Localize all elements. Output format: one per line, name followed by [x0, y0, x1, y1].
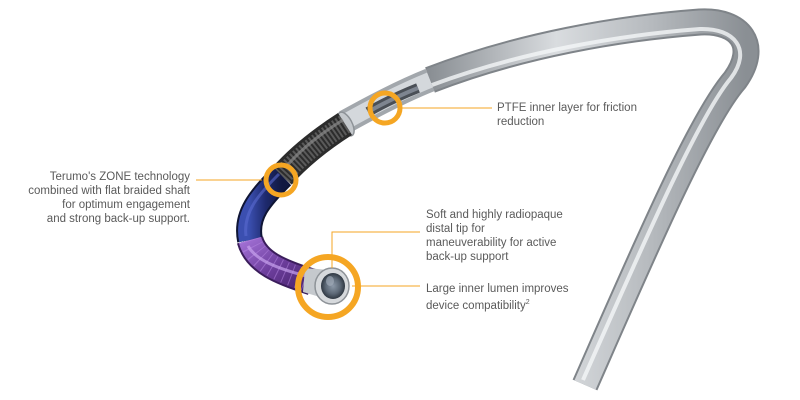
- zone-callout-line-3: for optimum engagement: [62, 199, 190, 211]
- zone-callout-line-1: Terumo's ZONE technology: [49, 171, 190, 183]
- lumen-footnote-marker: 2: [525, 299, 530, 306]
- zone-highlight-ring: [263, 162, 299, 198]
- zone-callout-line-4: and strong back-up support.: [46, 213, 190, 225]
- tip-callout: Soft and highly radiopaque distal tip fo…: [426, 208, 563, 264]
- zone-callout-line-2: combined with flat braided shaft: [28, 185, 190, 197]
- ptfe-callout-line-2: reduction: [497, 116, 545, 128]
- highlight-rings: [263, 90, 403, 320]
- tip-callout-line-3: maneuverability for active: [426, 237, 557, 249]
- lumen-opening: [303, 267, 350, 305]
- leader-lines: [196, 107, 492, 287]
- lumen-callout-line-2: device compatibility: [426, 300, 526, 312]
- ptfe-callout-line-1: PTFE inner layer for friction: [497, 102, 637, 114]
- lumen-callout: Large inner lumen improves device compat…: [426, 282, 569, 313]
- braided-section: [236, 166, 292, 243]
- cutaway-section: [337, 68, 435, 137]
- coil-section: [272, 113, 353, 185]
- lumen-callout-line-1: Large inner lumen improves: [426, 283, 569, 295]
- lumen-callout-line-2-wrap: device compatibility2: [426, 296, 569, 313]
- tip-callout-line-2: distal tip for: [426, 223, 485, 235]
- catheter-shaft: [425, 8, 760, 391]
- tip-callout-line-1: Soft and highly radiopaque: [426, 209, 563, 221]
- ptfe-callout: PTFE inner layer for friction reduction: [497, 101, 637, 129]
- ptfe-highlight-ring: [367, 90, 403, 126]
- zone-callout: Terumo's ZONE technology combined with f…: [28, 170, 190, 226]
- lumen-highlight-ring: [295, 254, 361, 320]
- tip-callout-line-4: back-up support: [426, 251, 509, 263]
